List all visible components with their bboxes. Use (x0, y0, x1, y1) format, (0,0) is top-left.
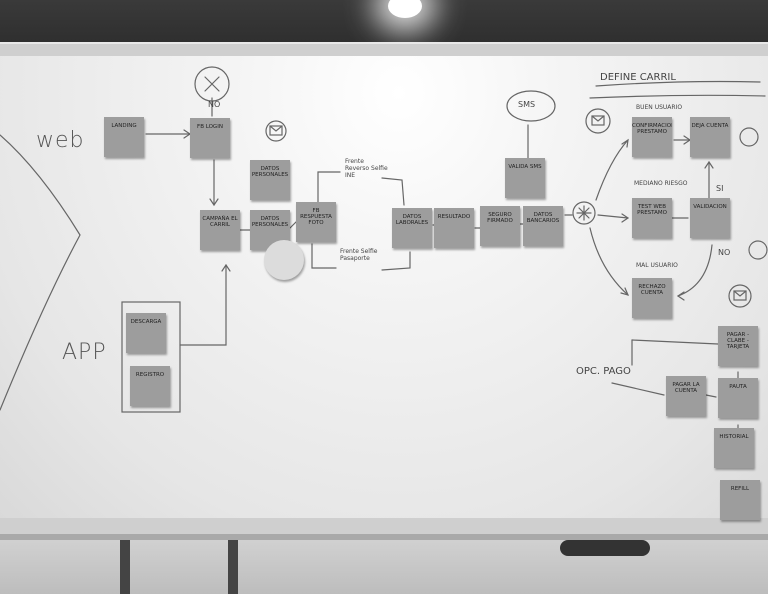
sticky-note: TEST WEB PRESTAMO (632, 198, 672, 238)
mediano-riesgo-label: MEDIANO RIESGO (634, 180, 688, 187)
sticky-note: RESULTADO (434, 208, 474, 248)
no-label: NO (208, 100, 221, 109)
ceiling-light (388, 0, 422, 18)
sticky-note: FB RESPUESTA FOTO (296, 202, 336, 242)
sticky-note: DATOS LABORALES (392, 208, 432, 248)
buen-usuario-label: BUEN USUARIO (636, 104, 683, 111)
sticky-note (264, 240, 304, 280)
sticky-note: DATOS BANCARIOS (523, 206, 563, 246)
si-label: SI (716, 184, 724, 193)
sms-bubble-label: SMS (518, 100, 536, 109)
sticky-note: SEGURO FIRMADO (480, 206, 520, 246)
office-chair (560, 540, 650, 556)
mal-usuario-label: MAL USUARIO (636, 262, 678, 269)
sticky-note: CONFIRMACION PRESTAMO (632, 117, 672, 157)
sticky-note: PAGAR -CLABE -TARJETA (718, 326, 758, 366)
sticky-note: PAUTA (718, 378, 758, 418)
sticky-note: REGISTRO (130, 366, 170, 406)
sticky-note: PAGAR LA CUENTA (666, 376, 706, 416)
foto-frente-text: Frente Reverso Selfie INE (345, 158, 388, 179)
sticky-note: RECHAZO CUENTA (632, 278, 672, 318)
board-leg (228, 530, 238, 594)
sticky-note: DATOS PERSONALES (250, 160, 290, 200)
sticky-note: CAMPAÑA EL CARRIL (200, 210, 240, 250)
board-leg (120, 530, 130, 594)
app-label: APP (62, 340, 107, 365)
no-right-label: NO (718, 248, 731, 257)
sticky-note: HISTORIAL (714, 428, 754, 468)
sticky-note: FB LOGIN (190, 118, 230, 158)
sticky-note: VALIDACION (690, 198, 730, 238)
sticky-note: VALIDA SMS (505, 158, 545, 198)
sticky-note: DEJA CUENTA (690, 117, 730, 157)
sticky-note: LANDING (104, 117, 144, 157)
web-label: web (36, 128, 85, 153)
opc-pago-label: OPC. PAGO (576, 366, 631, 377)
define-carril-title: DEFINE CARRIL (600, 72, 676, 83)
sticky-note: REFILL (720, 480, 760, 520)
foto-selfie-text: Frente Selfie Pasaporte (340, 248, 378, 262)
sticky-note: DESCARGA (126, 313, 166, 353)
